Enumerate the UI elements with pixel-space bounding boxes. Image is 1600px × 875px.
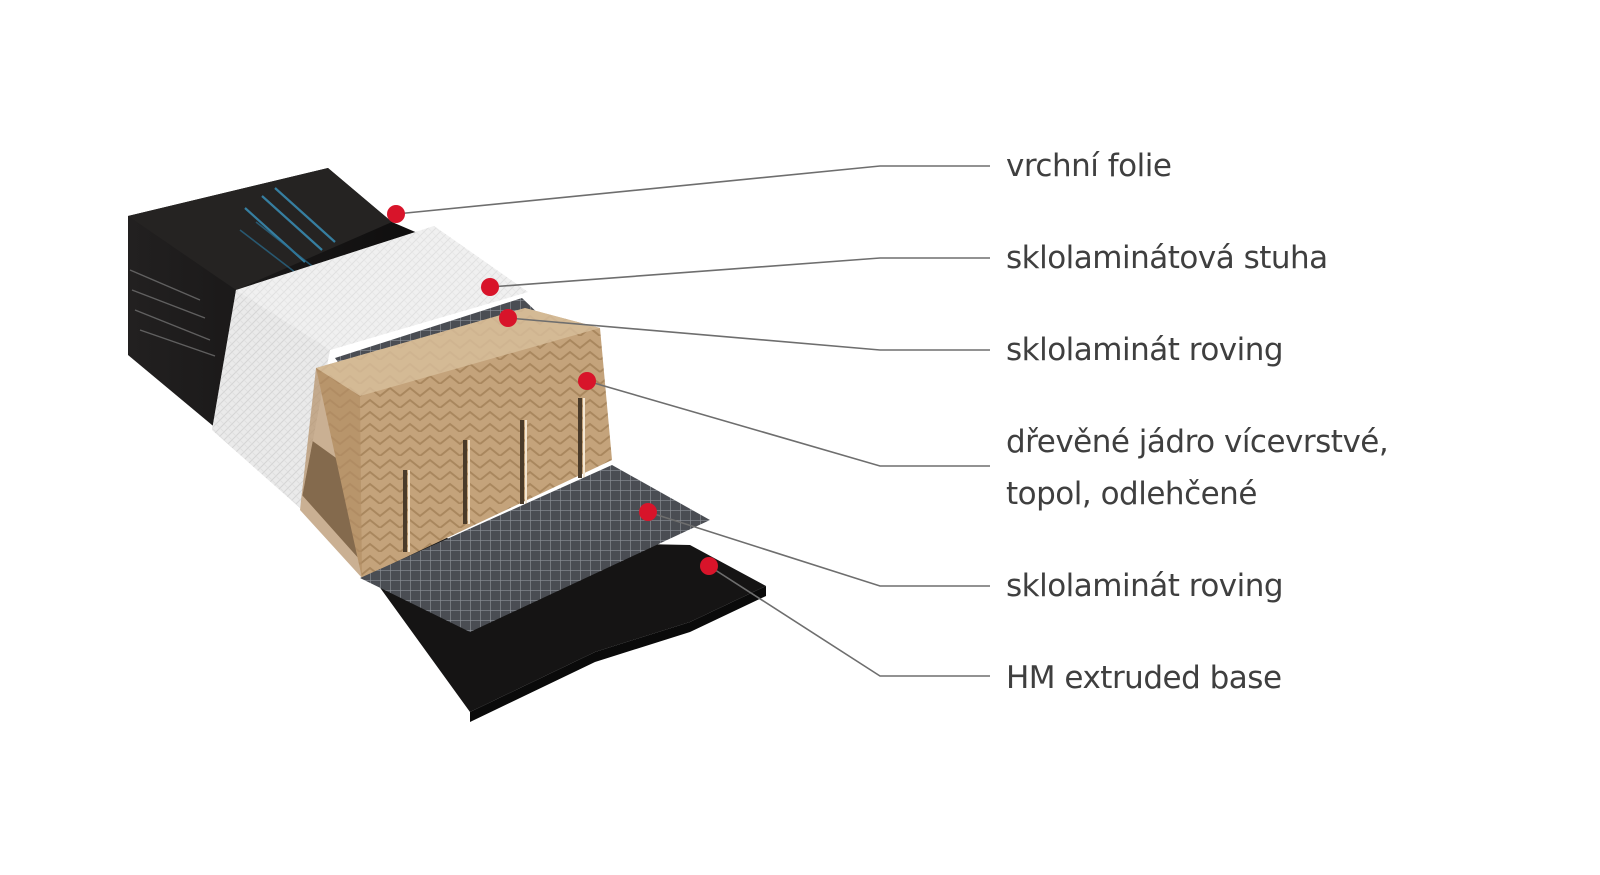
leader-lines <box>395 165 990 677</box>
fiberglass-roving-bottom-layer <box>360 465 710 632</box>
fiberglass-ribbon-layer <box>212 226 528 508</box>
layer-labels: vrchní folie sklolaminátová stuha sklola… <box>1006 148 1389 696</box>
marker-top-sheet <box>387 205 405 223</box>
leader-fiberglass-roving-top <box>507 317 990 351</box>
label-fiberglass-ribbon: sklolaminátová stuha <box>1006 240 1328 276</box>
label-fiberglass-roving-top: sklolaminát roving <box>1006 332 1283 368</box>
leader-wood-core <box>586 380 990 467</box>
leader-top-sheet <box>395 165 990 215</box>
base-layer <box>128 300 766 722</box>
label-wood-core-line-2: topol, odlehčené <box>1006 476 1257 512</box>
leader-base <box>708 565 990 677</box>
top-sheet-layer <box>128 168 434 430</box>
label-top-sheet: vrchní folie <box>1006 148 1171 184</box>
marker-fiberglass-roving-top <box>499 309 517 327</box>
marker-fiberglass-ribbon <box>481 278 499 296</box>
label-fiberglass-roving-bottom: sklolaminát roving <box>1006 568 1283 604</box>
leader-fiberglass-roving-bottom <box>647 511 990 587</box>
ski-cross-section-illustration <box>128 168 766 722</box>
marker-base <box>700 557 718 575</box>
marker-wood-core <box>578 372 596 390</box>
wood-core-layer <box>300 308 612 578</box>
layer-markers <box>387 205 718 575</box>
leader-fiberglass-ribbon <box>489 257 990 288</box>
label-wood-core-line-1: dřevěné jádro vícevrstvé, <box>1006 424 1388 460</box>
label-base: HM extruded base <box>1006 660 1282 696</box>
marker-fiberglass-roving-bottom <box>639 503 657 521</box>
